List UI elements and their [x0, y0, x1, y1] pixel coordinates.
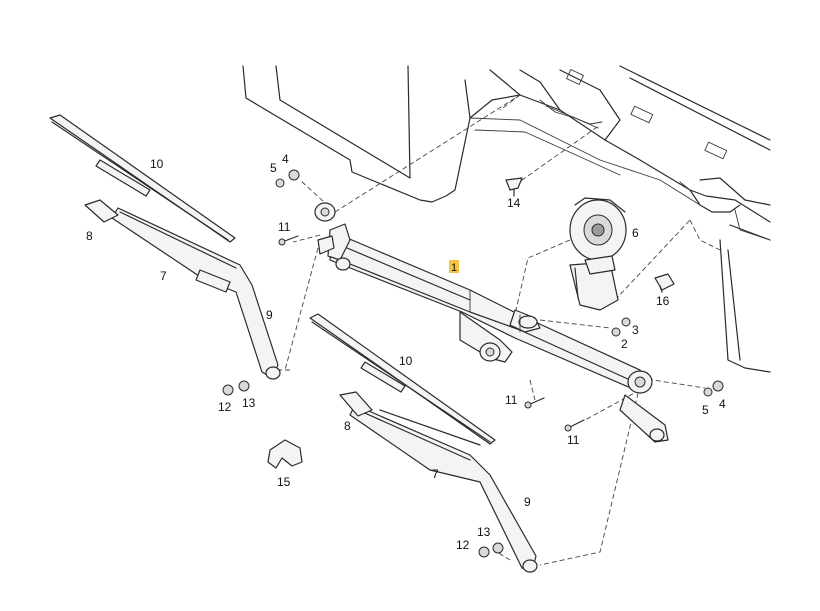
wiper-motor — [569, 197, 627, 311]
callout-13-upper: 13 — [242, 396, 256, 410]
callout-2: 2 — [621, 337, 628, 351]
fasteners — [222, 169, 724, 558]
callout-8-upper: 8 — [86, 229, 93, 243]
callout-labels: 1 2 3 4 4 5 5 6 7 7 8 8 9 9 10 10 11 11 … — [86, 152, 726, 552]
callout-9-upper: 9 — [266, 308, 273, 322]
callout-9-lower: 9 — [524, 495, 531, 509]
clip-14 — [505, 177, 523, 197]
wiper-linkage — [314, 202, 669, 443]
callout-11-mid: 11 — [505, 393, 518, 407]
callout-7-lower: 7 — [432, 467, 439, 481]
callout-10-lower: 10 — [399, 354, 413, 368]
cowl-panel — [242, 65, 771, 373]
callout-1: 1 — [451, 262, 457, 274]
wiper-arm-upper — [111, 207, 281, 380]
callout-15: 15 — [277, 475, 291, 489]
callout-3: 3 — [632, 323, 639, 337]
callout-11-lower: 11 — [567, 433, 580, 447]
arm-cap-upper — [84, 199, 119, 223]
callout-14: 14 — [507, 196, 521, 210]
wiper-blade-upper — [49, 114, 236, 243]
callout-16: 16 — [656, 294, 670, 308]
arm-cap-lower — [339, 391, 373, 417]
callout-10-upper: 10 — [150, 157, 164, 171]
callout-8-lower: 8 — [344, 419, 351, 433]
callout-4-right: 4 — [719, 397, 726, 411]
callout-13-lower: 13 — [477, 525, 491, 539]
callout-12-lower: 12 — [456, 538, 470, 552]
part-1-highlight — [449, 260, 459, 273]
connector-16 — [654, 273, 675, 293]
wiper-blade-lower — [309, 313, 496, 445]
callout-5-right: 5 — [702, 403, 709, 417]
callout-6: 6 — [632, 226, 639, 240]
callout-4-upper: 4 — [282, 152, 289, 166]
callout-12-upper: 12 — [218, 400, 232, 414]
wiper-arm-lower — [349, 404, 538, 573]
callout-5-upper: 5 — [270, 161, 277, 175]
clip-15 — [267, 439, 303, 469]
callout-11-upper: 11 — [278, 220, 291, 234]
callout-7-upper: 7 — [160, 269, 167, 283]
